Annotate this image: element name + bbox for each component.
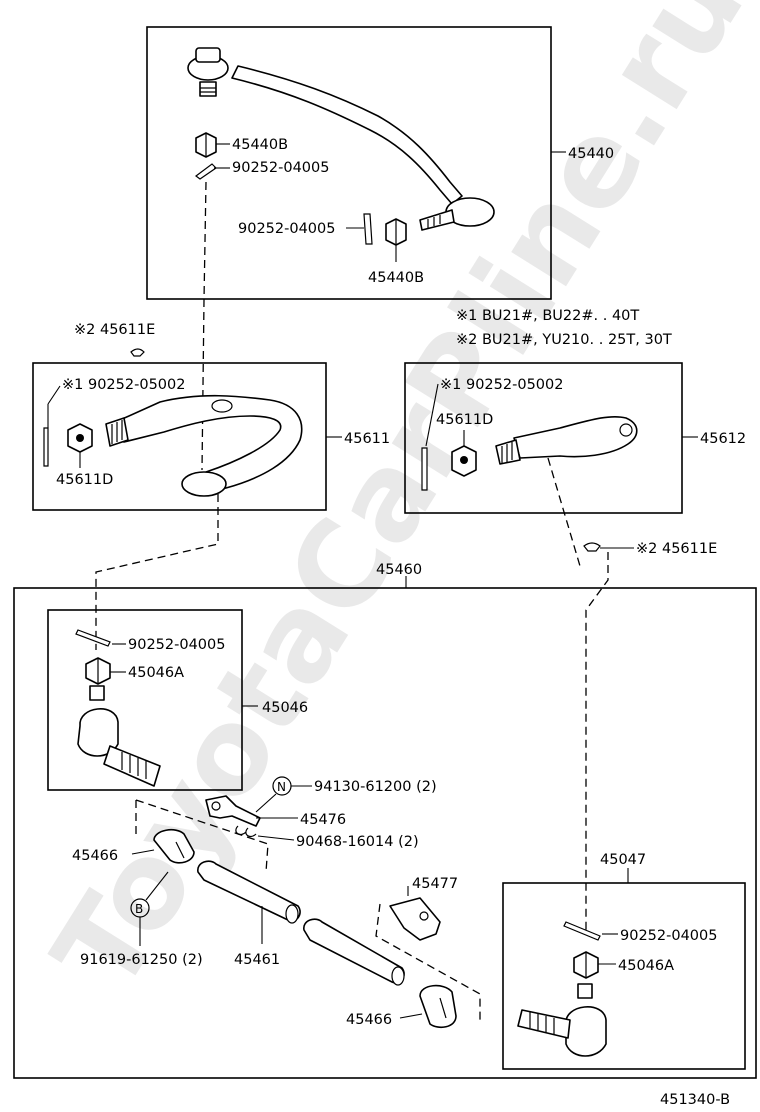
label-90252-046: 90252-04005 xyxy=(128,637,226,653)
nut-45440B-bottom xyxy=(385,218,407,246)
label-45612: 45612 xyxy=(700,431,746,447)
label-90252-05002-l: ※1 90252-05002 xyxy=(62,377,185,393)
box-45440 xyxy=(146,26,552,300)
label-45046A-047: 45046A xyxy=(618,958,674,974)
label-45466-l: 45466 xyxy=(72,848,118,864)
arm-45612-drawing xyxy=(495,415,638,465)
cotter-pin-top xyxy=(195,163,217,180)
clamp-45466-right xyxy=(419,984,457,1029)
diagram-code: 451340-B xyxy=(660,1092,730,1108)
leader-45466-l xyxy=(131,849,155,855)
box-45046 xyxy=(47,609,243,791)
dash-frame-left-top xyxy=(135,799,269,873)
label-90468: 90468-16014 (2) xyxy=(296,834,419,850)
nut-45046A-right xyxy=(573,951,599,979)
drag-link-drawing xyxy=(187,47,495,231)
tie-rod-end-45047 xyxy=(517,983,607,1057)
leader-90252-05002-r xyxy=(425,383,439,447)
leader-45466-r xyxy=(399,1013,423,1019)
circle-mark-N-text: N xyxy=(277,780,286,794)
note-2: ※2 BU21#, YU210. . 25T, 30T xyxy=(456,332,672,348)
label-45461: 45461 xyxy=(234,952,280,968)
nut-45046A-left xyxy=(85,657,111,685)
dash-frame-right xyxy=(375,903,481,1024)
box-45047 xyxy=(502,882,746,1070)
label-45460: 45460 xyxy=(376,562,422,578)
tube-lower xyxy=(303,918,405,986)
label-90252-top: 90252-04005 xyxy=(232,160,330,176)
label-45440B-bottom: 45440B xyxy=(368,270,424,286)
label-45466-r: 45466 xyxy=(346,1012,392,1028)
bolt-90468 xyxy=(235,825,257,838)
box-45460 xyxy=(13,587,757,1079)
leader-94130-to-clamp xyxy=(255,793,277,813)
label-45046A-046: 45046A xyxy=(128,665,184,681)
label-45611D-r: 45611D xyxy=(436,412,493,428)
label-90252-05002-r: ※1 90252-05002 xyxy=(440,377,563,393)
label-45047: 45047 xyxy=(600,852,646,868)
cotter-pin-45611 xyxy=(43,427,49,467)
label-45476: 45476 xyxy=(300,812,346,828)
cotter-pin-45046 xyxy=(75,629,111,647)
clip-45611E-left xyxy=(130,348,145,357)
tube-45461 xyxy=(197,860,301,924)
cotter-pin-45612 xyxy=(421,447,428,491)
nut-45611D-right xyxy=(451,445,477,477)
label-90252-mid: 90252-04005 xyxy=(238,221,336,237)
dash-to-45047 xyxy=(585,552,609,930)
leader-90252-05002-l xyxy=(47,385,61,405)
label-91619: 91619-61250 (2) xyxy=(80,952,203,968)
label-45611: 45611 xyxy=(344,431,390,447)
clamp-45476 xyxy=(205,795,261,827)
label-45611E-left: ※2 45611E xyxy=(74,322,155,338)
cotter-pin-mid xyxy=(363,213,373,245)
note-1: ※1 BU21#, BU22#. . 40T xyxy=(456,308,639,324)
watermark: ToyotaCarPline.ru xyxy=(27,0,760,1015)
label-45611E-right: ※2 45611E xyxy=(636,541,717,557)
leader-90468 xyxy=(257,835,295,841)
label-94130: 94130-61200 (2) xyxy=(314,779,437,795)
clip-45611E-right xyxy=(583,542,601,552)
label-90252-047: 90252-04005 xyxy=(620,928,718,944)
arm-45611-drawing xyxy=(105,394,303,497)
dash-45612-to-clip xyxy=(547,457,581,567)
cotter-pin-45047 xyxy=(563,921,601,941)
label-45611D-l: 45611D xyxy=(56,472,113,488)
circle-mark-B-text: B xyxy=(135,902,143,916)
box-45612 xyxy=(404,362,683,514)
label-45440: 45440 xyxy=(568,146,614,162)
tie-rod-end-45046 xyxy=(77,685,161,787)
clamp-45466-left xyxy=(153,828,195,864)
leader-B-to-clamp xyxy=(145,871,169,901)
dash-arm-to-45046 xyxy=(95,494,219,650)
nut-45611D-left xyxy=(67,423,93,453)
nut-45440B-top xyxy=(195,132,217,158)
label-45477: 45477 xyxy=(412,876,458,892)
label-45046: 45046 xyxy=(262,700,308,716)
clamp-45477 xyxy=(389,897,441,941)
label-45440B-top: 45440B xyxy=(232,137,288,153)
dash-draglink-to-arm xyxy=(201,181,207,471)
